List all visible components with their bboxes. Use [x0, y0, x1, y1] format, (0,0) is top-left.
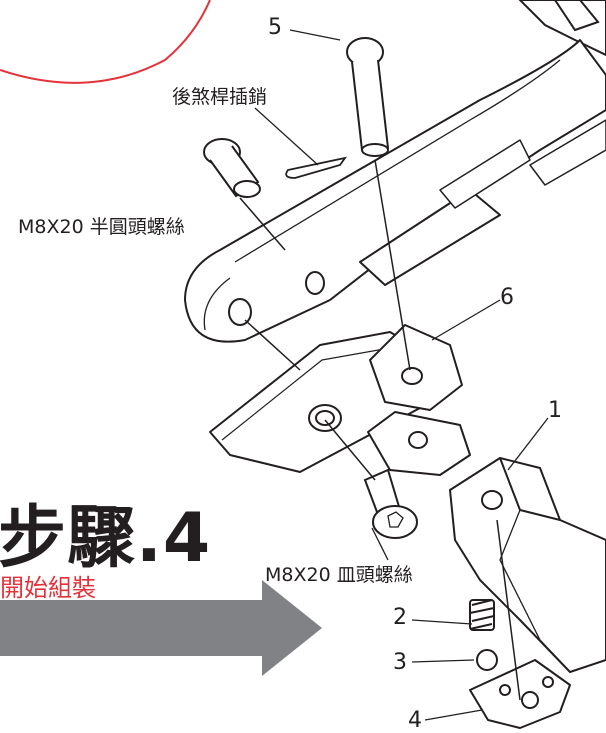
callout-5: 5	[268, 15, 282, 40]
leader-lines	[254, 29, 549, 721]
callout-brake-pin: 後煞桿插銷	[172, 86, 268, 108]
callout-4: 4	[408, 708, 422, 733]
callout-6: 6	[500, 285, 514, 310]
half-round-screw	[203, 138, 261, 198]
brake-lever-arm	[184, 39, 606, 343]
part-4-plate	[469, 659, 571, 729]
callout-1: 1	[548, 398, 562, 423]
assembly-guide-lines	[239, 159, 521, 701]
callout-2: 2	[393, 605, 407, 630]
part-5-pin	[346, 37, 390, 157]
part-3-ball	[476, 649, 498, 671]
part-6-tab	[367, 324, 471, 476]
step-title: 步驟.4	[0, 499, 212, 578]
flat-head-screw	[363, 468, 418, 539]
callout-flat-head-screw: M8X20 皿頭螺絲	[265, 564, 413, 586]
red-circle-fragment	[0, 0, 211, 84]
callout-3: 3	[393, 650, 407, 675]
step-subtitle: 開始組裝	[0, 574, 96, 602]
part-1-block	[449, 457, 606, 673]
hairpin-clip	[285, 156, 348, 179]
upper-bracket-fragment	[518, 0, 606, 57]
right-arrow-icon	[0, 580, 322, 676]
callout-half-round-screw: M8X20 半圓頭螺絲	[18, 216, 185, 238]
mounting-plate	[209, 331, 421, 473]
part-2-spring	[469, 599, 495, 631]
